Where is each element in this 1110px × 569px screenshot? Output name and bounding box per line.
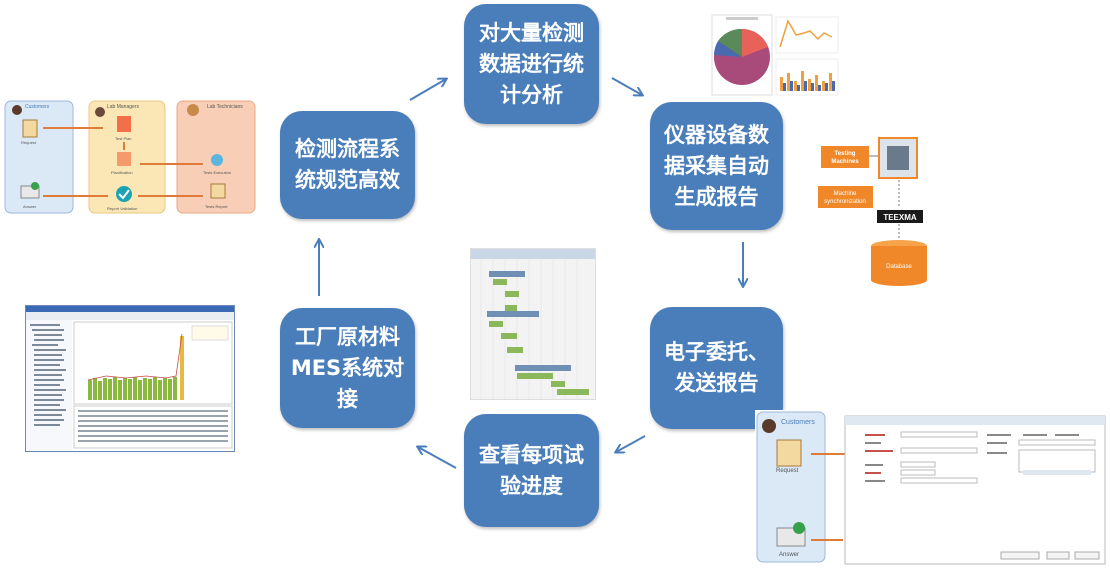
arrow-workflow-to-analysis xyxy=(409,79,446,101)
node-auto-report-label: 仪器设备数 据采集自动 生成报告 xyxy=(664,122,769,209)
planification-icon xyxy=(117,152,131,166)
step-planification: Planification xyxy=(111,170,133,175)
node-mes: 工厂原材料 MES系统对 接 xyxy=(280,308,415,428)
node-e-entrust-label: 电子委托、 发送报告 xyxy=(664,340,769,395)
lane-lab-technicians: Lab Technicians xyxy=(207,104,243,110)
workflow-thumbnail: Customers Lab Managers Lab Technicians R… xyxy=(3,100,258,215)
svg-text:synchronization: synchronization xyxy=(824,199,866,205)
instrument-sync-thumbnail: Testing Machines Machine synchronization… xyxy=(815,134,937,292)
arrow-analysis-to-auto-report xyxy=(611,77,642,95)
machine-sync-box xyxy=(818,186,873,208)
step-tests-execution: Tests Execution xyxy=(203,170,231,175)
node-workflow: 检测流程系 统规范高效 xyxy=(280,111,415,219)
lane-lab-managers: Lab Managers xyxy=(107,104,139,110)
node-analysis: 对大量检测 数据进行统 计分析 xyxy=(464,4,599,124)
customer-avatar-icon xyxy=(762,419,776,433)
mes-software-thumbnail xyxy=(25,305,235,452)
report-validation-icon xyxy=(116,186,132,202)
node-analysis-label: 对大量检测 数据进行统 计分析 xyxy=(479,20,584,107)
database-label: Database xyxy=(886,264,912,270)
step-answer-label: Answer xyxy=(779,552,799,558)
testing-machines-label: Testing xyxy=(835,151,856,157)
step-request: Request xyxy=(21,140,37,145)
svg-text:Machines: Machines xyxy=(831,159,859,165)
request-form-diagram: Customers Request Answer xyxy=(756,411,1106,565)
node-workflow-label: 检测流程系 统规范高效 xyxy=(295,137,400,192)
manager-avatar-icon xyxy=(95,107,105,117)
request-form-thumbnail: Customers Request Answer xyxy=(755,410,1108,565)
step-report-validation: Report Validation xyxy=(107,206,137,211)
gantt-chart xyxy=(471,249,595,399)
step-tests-report: Tests Report xyxy=(205,204,228,209)
lane-customers: Customers xyxy=(25,104,50,110)
request-doc-icon xyxy=(22,119,38,138)
node-mes-label: 工厂原材料 MES系统对 接 xyxy=(290,324,405,411)
arrow-progress-to-mes xyxy=(418,447,457,469)
tests-report-icon xyxy=(210,183,226,199)
technician-avatar-icon xyxy=(187,104,199,116)
analysis-charts-thumbnail xyxy=(710,11,840,98)
teexma-label: TEEXMA xyxy=(883,213,917,222)
arrow-e-entrust-to-progress xyxy=(616,435,646,452)
gantt-thumbnail xyxy=(470,248,596,400)
request-doc-icon xyxy=(776,439,802,467)
lane-customers-label: Customers xyxy=(781,419,815,426)
mes-software-window xyxy=(26,306,234,451)
step-answer: Answer xyxy=(23,204,37,209)
test-plan-icon xyxy=(117,116,131,132)
node-e-entrust: 电子委托、 发送报告 xyxy=(650,307,783,429)
workflow-diagram: Customers Lab Managers Lab Technicians R… xyxy=(4,100,256,214)
step-test-plan: Test Plan xyxy=(115,136,131,141)
customer-avatar-icon xyxy=(12,105,22,115)
analysis-charts xyxy=(711,14,839,96)
instrument-sync-diagram: Testing Machines Machine synchronization… xyxy=(818,137,927,286)
teexma-box xyxy=(877,210,923,223)
testing-machines-box xyxy=(821,146,869,168)
machine-sync-label: Machine xyxy=(834,191,857,197)
node-progress-label: 查看每项试 验进度 xyxy=(479,442,584,498)
step-request-label: Request xyxy=(776,468,799,474)
node-progress: 查看每项试 验进度 xyxy=(464,414,599,527)
node-auto-report: 仪器设备数 据采集自动 生成报告 xyxy=(650,102,783,230)
form-window xyxy=(844,415,1106,565)
tests-execution-icon xyxy=(211,154,223,166)
